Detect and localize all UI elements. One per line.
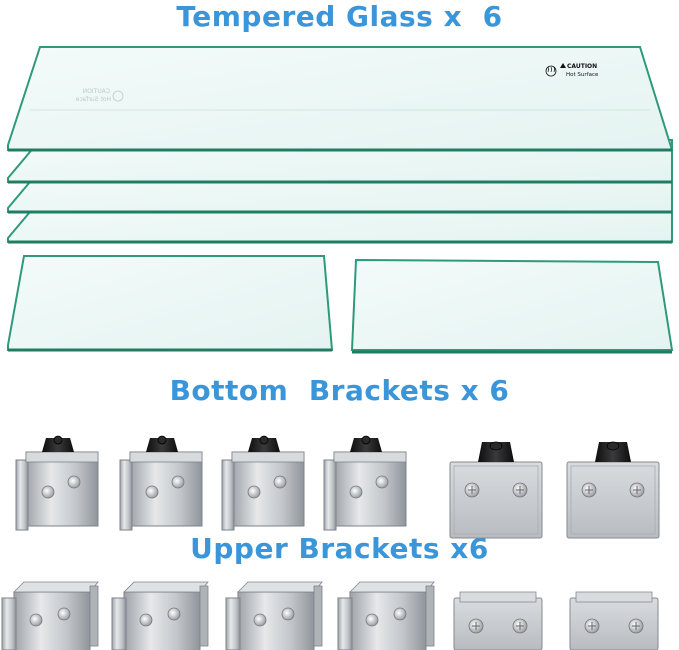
bottom-bracket-flat: [449, 441, 543, 539]
bottom-bracket-flat: [566, 441, 660, 539]
warning-triangle-icon: [560, 63, 566, 68]
bottom-bracket: [119, 435, 203, 531]
heading-upper-brackets: Upper Brackets x6: [190, 532, 489, 565]
bottom-bracket: [221, 435, 305, 531]
upper-bracket-flat: [453, 591, 543, 650]
screw-icon: [393, 607, 407, 621]
glass-panel-small-right: [350, 258, 674, 354]
screw-icon: [171, 475, 185, 489]
hot-surface-icon: [545, 65, 557, 77]
caution-title: CAUTION: [567, 63, 597, 70]
glass-panel-small-left: [7, 255, 334, 352]
upper-bracket: [1, 581, 99, 650]
heading-tempered-glass: Tempered Glass x 6: [176, 0, 503, 33]
svg-text:Hot Surface: Hot Surface: [75, 96, 111, 103]
svg-text:CAUTION: CAUTION: [83, 88, 110, 95]
screw-icon: [145, 485, 159, 499]
bottom-bracket: [323, 435, 407, 531]
upper-brackets: [1, 581, 659, 650]
upper-bracket: [111, 581, 209, 650]
screw-icon: [139, 613, 153, 627]
screw-icon: [41, 485, 55, 499]
screw-icon: [349, 485, 363, 499]
upper-bracket-flat: [569, 591, 659, 650]
mirrored-caution-label: CAUTION Hot Surface: [75, 88, 124, 103]
screw-icon: [29, 613, 43, 627]
screw-icon: [273, 475, 287, 489]
screw-icon: [57, 607, 71, 621]
screw-icon: [247, 485, 261, 499]
caution-subtitle: Hot Surface: [566, 72, 599, 78]
screw-icon: [253, 613, 267, 627]
screw-icon: [281, 607, 295, 621]
upper-bracket: [337, 581, 435, 650]
glass-panel-top: [7, 46, 674, 152]
screw-icon: [167, 607, 181, 621]
bottom-bracket: [15, 435, 99, 531]
screw-icon: [365, 613, 379, 627]
glass-stack: CAUTION Hot Surface CAUTION Hot Surface: [7, 46, 674, 354]
heading-bottom-brackets: Bottom Brackets x 6: [169, 374, 510, 407]
bottom-brackets: [15, 435, 660, 539]
upper-bracket: [225, 581, 323, 650]
screw-icon: [375, 475, 389, 489]
caution-label: CAUTION Hot Surface: [545, 63, 599, 78]
screw-icon: [67, 475, 81, 489]
